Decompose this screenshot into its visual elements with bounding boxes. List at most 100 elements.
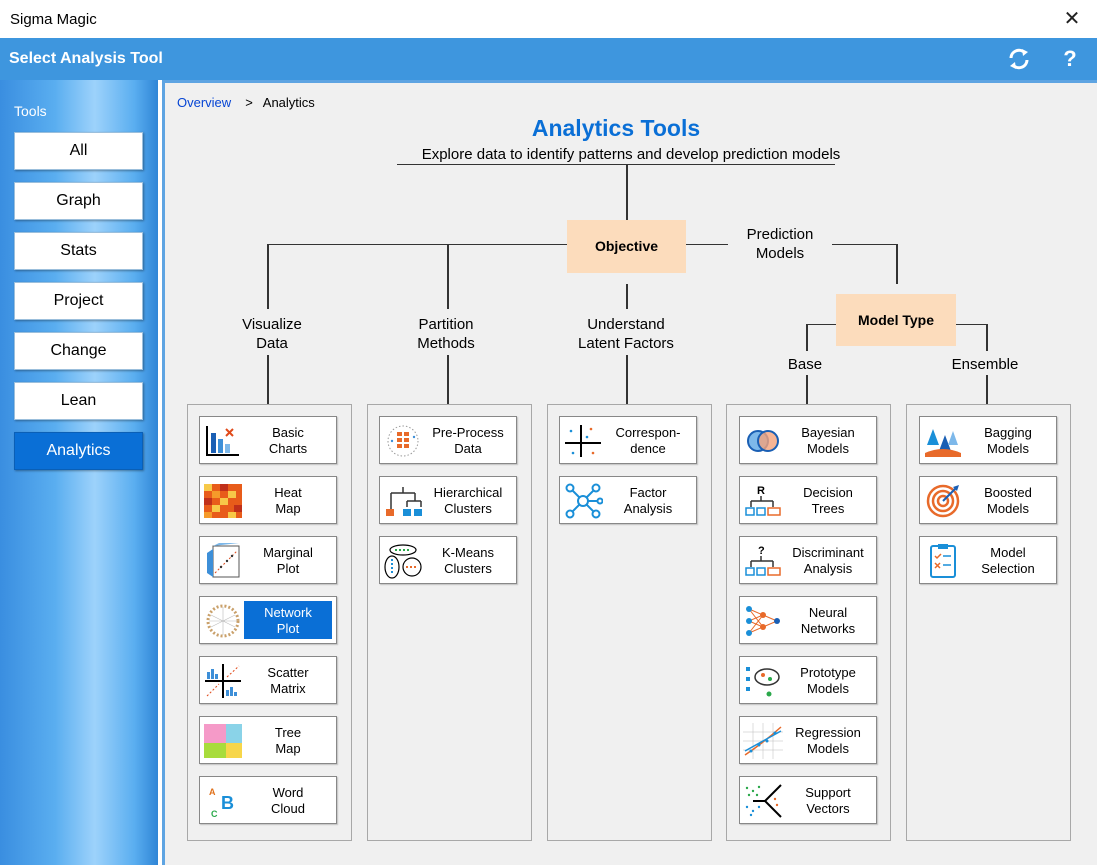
partition-methods-label: Partition Methods [391,315,501,353]
connector [447,244,449,309]
tool-label-line: Models [807,681,849,696]
tool-label-line: Bayesian [801,425,855,440]
prediction-label-line2: Models [755,245,805,262]
connector [956,324,988,325]
close-icon[interactable]: ✕ [1063,8,1081,30]
tool-label-line: Clusters [444,501,492,516]
sidebar-item-all[interactable]: All [14,132,143,170]
breadcrumb: Overview > Analytics [177,95,315,110]
breadcrumb-separator: > [245,95,253,110]
connector [447,355,449,404]
marginal-plot-icon [207,543,240,578]
tool-label-line: dence [630,441,666,456]
neural-networks-icon [746,606,780,636]
partition-label-line1: Partition [418,316,474,333]
help-icon[interactable]: ? [1063,46,1077,71]
tool-label-line: Correspon- [615,425,681,440]
breadcrumb-current: Analytics [262,95,315,110]
sidebar-item-graph[interactable]: Graph [14,182,143,220]
bayesian-icon [747,430,779,452]
page-subtitle: Explore data to identify patterns and de… [421,146,841,163]
model-type-box: Model Type [836,294,956,346]
tool-label-line: Neural [808,605,848,620]
sidebar-item-project[interactable]: Project [14,282,143,320]
objective-box: Objective [567,220,686,273]
refresh-icon[interactable] [1004,44,1034,74]
support-vectors-icon [745,784,782,818]
partition-label-line2: Methods [417,335,475,352]
hierarchical-clusters-icon [386,487,422,516]
sidebar-item-lean[interactable]: Lean [14,382,143,420]
visualize-label-line1: Visualize [242,316,302,333]
tool-label-line: Clusters [444,561,492,576]
bagging-icon [925,429,961,457]
tool-label-line: K-Means [441,545,495,560]
tool-label-line: Bagging [984,425,1032,440]
tool-label-line: Map [275,741,301,756]
word-cloud-icon: A B C [209,787,234,819]
tool-label-line: Support [805,785,851,800]
tools-label: Tools [14,103,47,119]
tool-label-line: Tree [274,725,302,740]
tool-label-line: Plot [276,561,300,576]
pre-process-icon [387,425,419,457]
tool-label-line: Hierarchical [433,485,503,500]
svg-text:A: A [209,787,216,797]
connector [267,355,269,404]
tool-label-line: Selection [981,561,1035,576]
dialog-title: Select Analysis Tool [9,50,163,67]
latent-factors-label: Understand Latent Factors [556,315,696,353]
tool-label-line: Marginal [263,545,313,560]
tool-label-line: Models [807,441,849,456]
correspondence-button[interactable]: Correspon-dence [559,416,697,464]
page-title: Analytics Tools [531,115,701,141]
tool-label-line: Word [272,785,304,800]
tool-label-line: Cloud [271,801,305,816]
regression-icon [743,723,783,759]
sidebar-item-change[interactable]: Change [14,332,143,370]
network-plot-icon [206,604,240,638]
tool-label-line: Plot [276,621,300,636]
connector [626,355,628,404]
connector [986,324,988,351]
scatter-matrix-icon [205,664,241,698]
sidebar-item-stats[interactable]: Stats [14,232,143,270]
sidebar-item-analytics[interactable]: Analytics [14,432,143,470]
prediction-models-label: Prediction Models [728,225,832,263]
breadcrumb-overview-link[interactable]: Overview [177,95,232,110]
connector [806,324,836,325]
base-label: Base [775,355,835,374]
subtitle-underline [397,164,835,165]
basic-charts-icon [206,426,239,456]
